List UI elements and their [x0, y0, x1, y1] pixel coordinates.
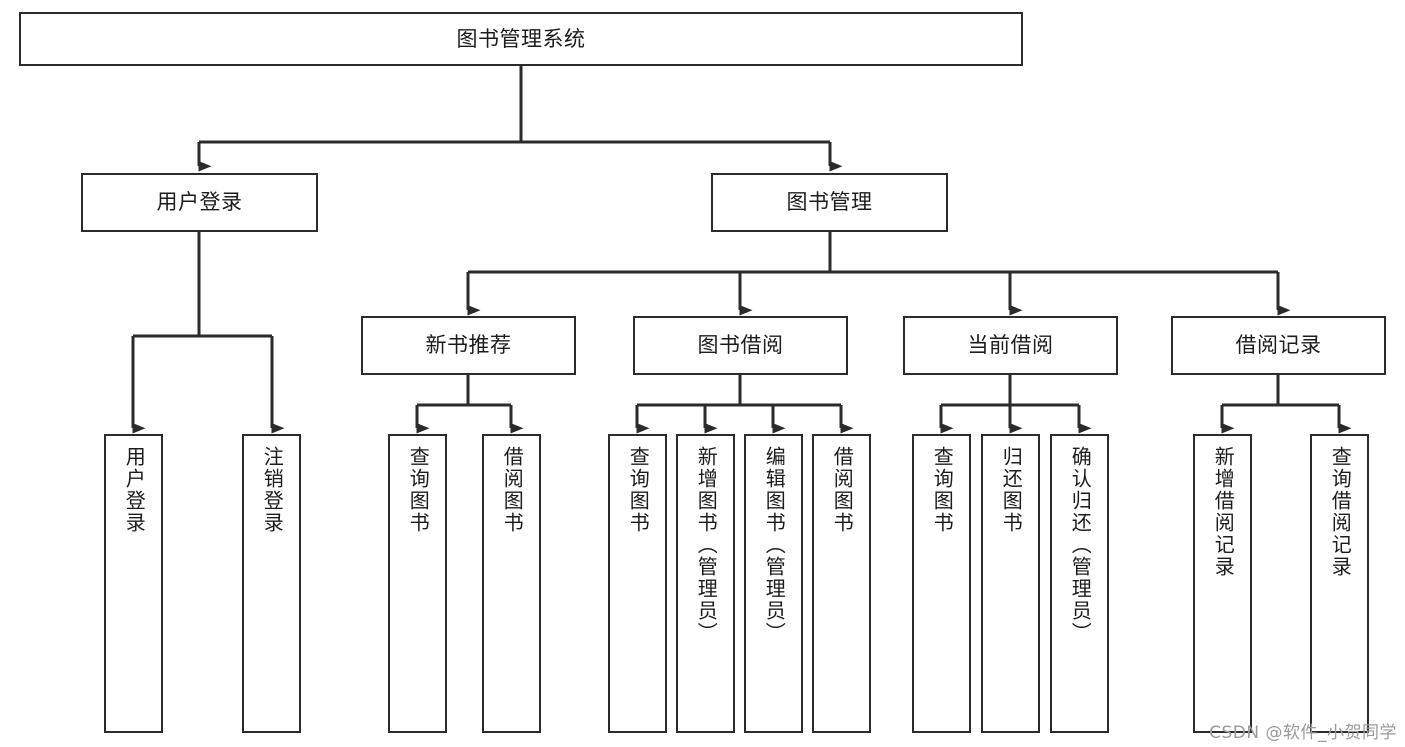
- node-label: 新增借阅记录: [1211, 446, 1236, 578]
- leaf-current-query-book[interactable]: 查询图书: [912, 434, 971, 733]
- node-label: 新增图书（管理员）: [694, 446, 719, 644]
- leaf-borrow-add-book-admin[interactable]: 新增图书（管理员）: [676, 434, 735, 733]
- node-label: 用户登录: [122, 446, 147, 534]
- leaf-new-book-borrow[interactable]: 借阅图书: [482, 434, 541, 733]
- leaf-borrow-edit-book-admin[interactable]: 编辑图书（管理员）: [744, 434, 803, 733]
- leaf-borrow-query-book[interactable]: 查询图书: [608, 434, 667, 733]
- node-label: 归还图书: [999, 446, 1024, 534]
- csdn-watermark: CSDN @软件_小贺同学: [1209, 723, 1397, 743]
- node-borrow-record[interactable]: 借阅记录: [1171, 316, 1386, 375]
- node-current-borrow[interactable]: 当前借阅: [903, 316, 1118, 375]
- leaf-new-book-query[interactable]: 查询图书: [388, 434, 447, 733]
- leaf-record-add-borrow-record[interactable]: 新增借阅记录: [1193, 434, 1252, 733]
- node-label: 用户登录: [156, 190, 243, 215]
- leaf-current-return-book[interactable]: 归还图书: [981, 434, 1040, 733]
- node-label: 编辑图书（管理员）: [762, 446, 787, 644]
- node-new-book-recommend[interactable]: 新书推荐: [361, 316, 576, 375]
- node-label: 查询图书: [406, 446, 431, 534]
- node-book-borrow[interactable]: 图书借阅: [633, 316, 848, 375]
- node-label: 查询借阅记录: [1328, 446, 1353, 578]
- node-label: 查询图书: [626, 446, 651, 534]
- node-label: 注销登录: [260, 446, 285, 534]
- node-label: 确认归还（管理员）: [1068, 446, 1093, 644]
- node-label: 图书借阅: [697, 333, 784, 358]
- node-book-management[interactable]: 图书管理: [711, 173, 948, 232]
- node-label: 当前借阅: [967, 333, 1054, 358]
- node-label: 借阅记录: [1235, 333, 1322, 358]
- leaf-user-login-signout[interactable]: 注销登录: [242, 434, 301, 733]
- leaf-record-query-borrow-record[interactable]: 查询借阅记录: [1310, 434, 1369, 733]
- leaf-user-login-signin[interactable]: 用户登录: [104, 434, 163, 733]
- node-root-book-management-system[interactable]: 图书管理系统: [19, 12, 1023, 66]
- node-label: 借阅图书: [830, 446, 855, 534]
- node-label: 查询图书: [930, 446, 955, 534]
- node-label: 借阅图书: [500, 446, 525, 534]
- node-label: 图书管理: [786, 190, 873, 215]
- node-label: 新书推荐: [425, 333, 512, 358]
- node-label: 图书管理系统: [456, 26, 586, 51]
- node-user-login[interactable]: 用户登录: [81, 173, 318, 232]
- leaf-current-confirm-return-admin[interactable]: 确认归还（管理员）: [1050, 434, 1109, 733]
- leaf-borrow-borrow-book[interactable]: 借阅图书: [812, 434, 871, 733]
